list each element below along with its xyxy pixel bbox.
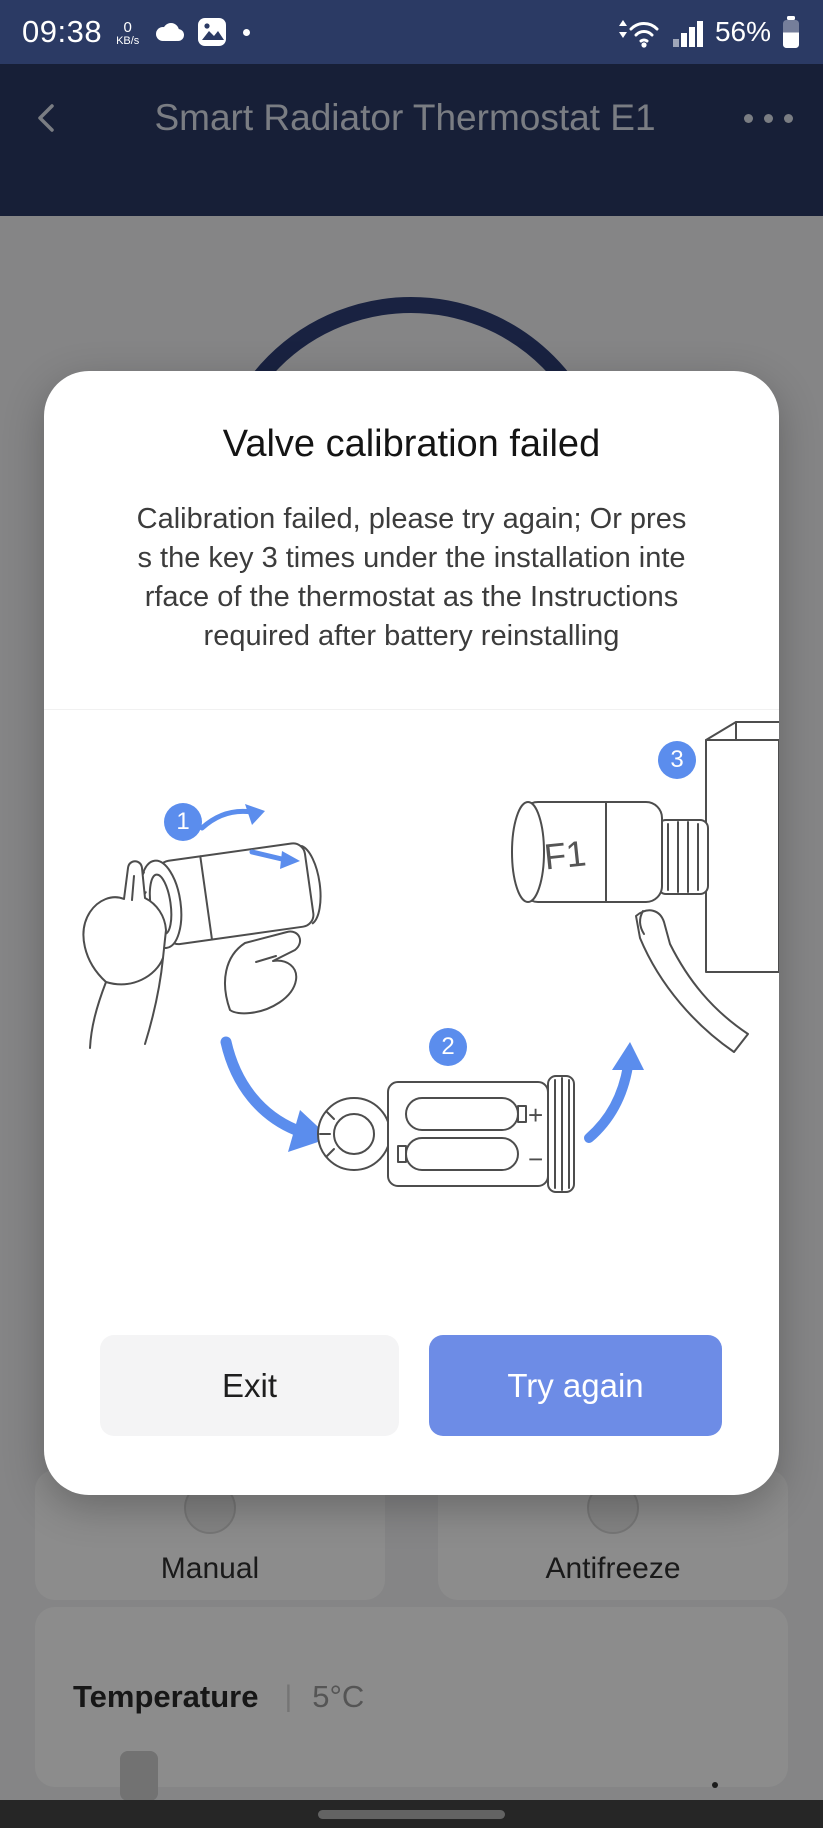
try-again-button[interactable]: Try again xyxy=(429,1335,722,1436)
dialog-title: Valve calibration failed xyxy=(222,423,601,465)
dialog-message: Calibration failed, please try again; Or… xyxy=(136,503,687,652)
temperature-card: Temperature | 5°C xyxy=(35,1607,788,1787)
notification-dot-icon xyxy=(243,28,251,36)
gesture-bar xyxy=(0,1800,823,1828)
step2-drawing: + − xyxy=(317,1075,575,1193)
wifi-icon xyxy=(615,14,661,50)
clock: 09:38 xyxy=(22,14,103,49)
calibration-failed-dialog: Valve calibration failed Calibration fai… xyxy=(44,371,779,1495)
battery-percent: 56% xyxy=(714,16,771,47)
temperature-label: Temperature xyxy=(73,1679,259,1714)
thermostat-display-text: F1 xyxy=(542,832,588,877)
step-badge-3: 3 xyxy=(658,741,696,779)
home-indicator[interactable] xyxy=(318,1809,505,1819)
temperature-value: 5°C xyxy=(312,1679,365,1714)
instruction-illustration: + − xyxy=(44,709,779,1271)
temperature-separator: | xyxy=(284,1680,293,1713)
background-partial-element xyxy=(120,1751,158,1801)
step-badge-1: 1 xyxy=(164,803,202,841)
background-dot xyxy=(712,1782,718,1788)
battery-icon xyxy=(781,14,801,50)
cloud-icon xyxy=(151,20,185,44)
status-bar: 09:38 0 KB/s xyxy=(0,0,823,64)
battery-plus-mark: + xyxy=(528,1100,543,1130)
battery-minus-mark: − xyxy=(528,1144,543,1174)
step-badge-2: 2 xyxy=(429,1028,467,1066)
mode-label: Manual xyxy=(160,1552,260,1585)
gallery-icon xyxy=(197,17,227,47)
network-speed-indicator: 0 KB/s xyxy=(116,18,140,47)
signal-icon xyxy=(671,15,705,49)
left-hand-drawing xyxy=(82,860,167,1049)
page-title: Smart Radiator Thermostat E1 xyxy=(154,97,656,138)
calibration-illustration-svg: + − xyxy=(82,721,779,1193)
exit-button[interactable]: Exit xyxy=(100,1335,399,1436)
mode-label: Antifreeze xyxy=(545,1552,681,1585)
step3-drawing: F1 xyxy=(511,721,779,1053)
more-menu-icon[interactable] xyxy=(744,113,793,123)
back-icon[interactable] xyxy=(30,100,66,136)
right-hand-drawing xyxy=(224,930,302,1015)
app-header: Smart Radiator Thermostat E1 xyxy=(0,64,823,216)
